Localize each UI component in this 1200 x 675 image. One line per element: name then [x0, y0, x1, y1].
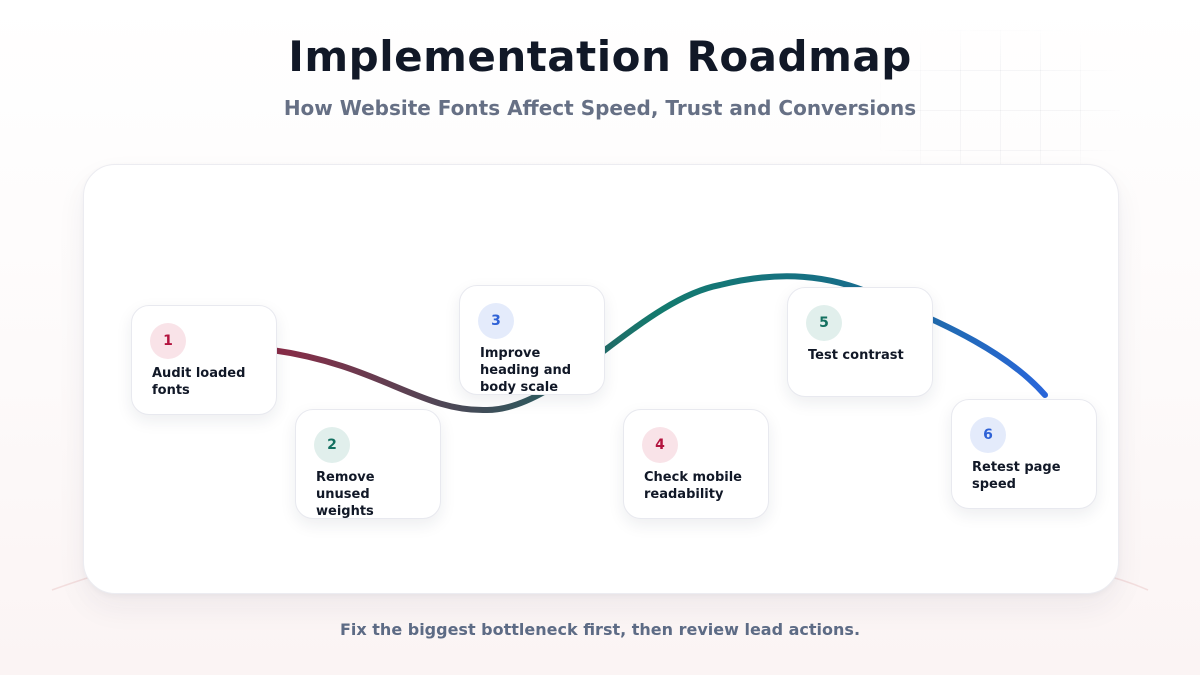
step-number-badge: 2 [314, 427, 350, 463]
footer-note: Fix the biggest bottleneck first, then r… [339, 620, 861, 639]
step-label: Check mobile readability [644, 470, 743, 502]
step-number-badge: 6 [970, 417, 1006, 453]
step-label: Audit loaded fonts [152, 366, 246, 398]
step-card-1: 1 Audit loaded fonts [131, 305, 277, 415]
background-grid [880, 30, 1120, 190]
step-label: Remove unused weights [316, 470, 375, 519]
step-label: Test contrast [808, 348, 904, 363]
step-card-5: 5 Test contrast [787, 287, 933, 397]
step-card-2: 2 Remove unused weights [295, 409, 441, 519]
page-subtitle: How Website Fonts Affect Speed, Trust an… [283, 96, 917, 120]
step-number-badge: 5 [806, 305, 842, 341]
step-card-6: 6 Retest page speed [951, 399, 1097, 509]
step-label: Improve heading and body scale [480, 346, 572, 395]
step-card-4: 4 Check mobile readability [623, 409, 769, 519]
step-number-badge: 4 [642, 427, 678, 463]
page-title: Implementation Roadmap [288, 32, 912, 81]
step-label: Retest page speed [972, 460, 1061, 492]
step-card-3: 3 Improve heading and body scale [459, 285, 605, 395]
step-number-badge: 1 [150, 323, 186, 359]
step-number-badge: 3 [478, 303, 514, 339]
roadmap-curve [269, 273, 1048, 414]
